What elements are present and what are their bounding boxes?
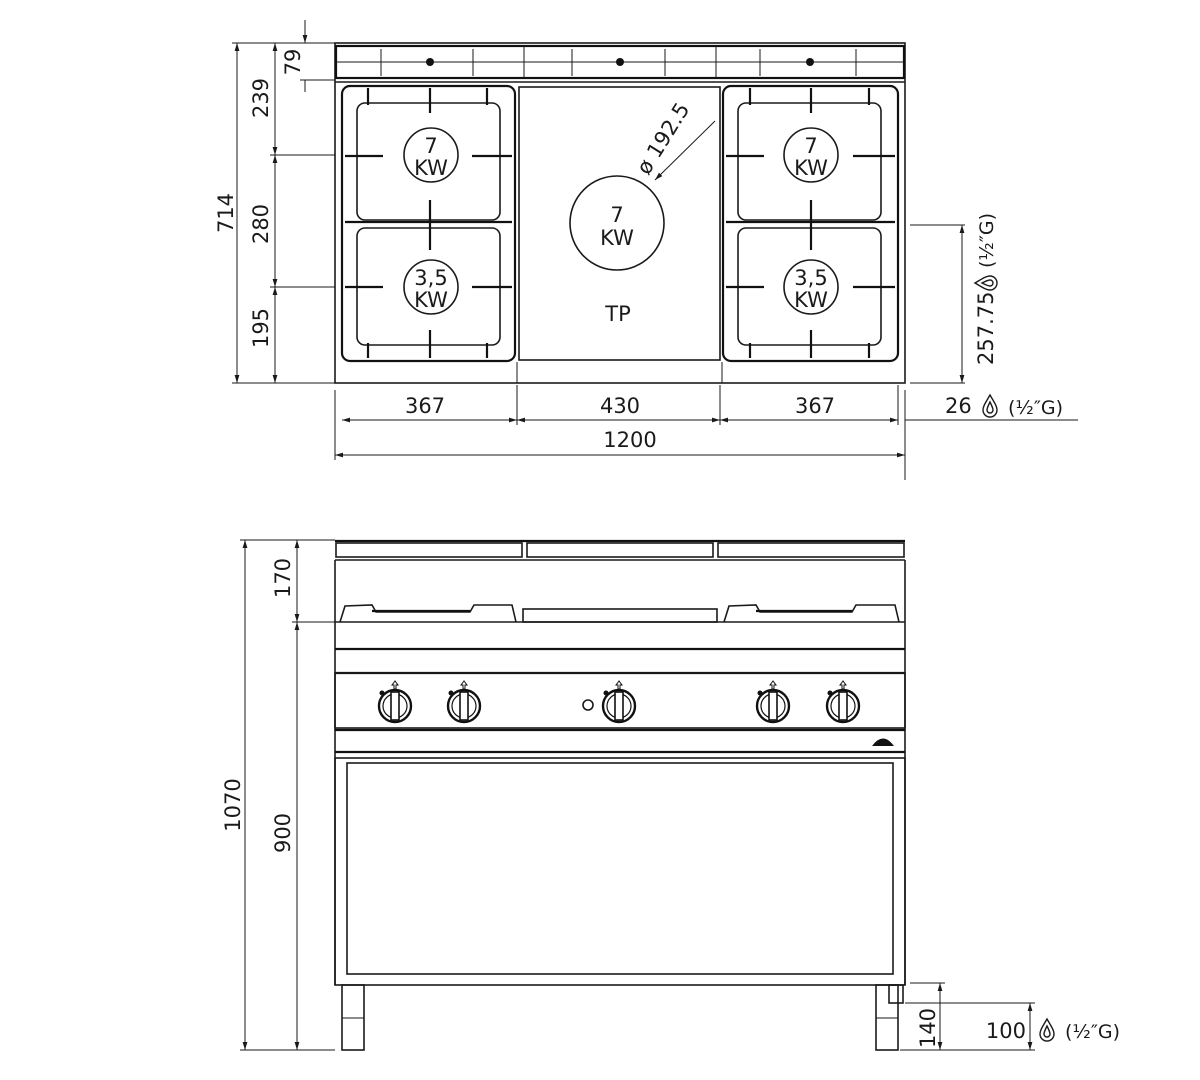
svg-text:100: 100: [986, 1019, 1026, 1043]
left-burner-grid: [340, 84, 517, 363]
burner: 7 KW: [783, 127, 839, 183]
control-knob[interactable]: [825, 680, 861, 724]
plate-label: TP: [604, 302, 631, 326]
back-rail-front: [335, 539, 905, 561]
hob-outline: [334, 42, 906, 384]
svg-text:140: 140: [916, 1008, 940, 1048]
svg-text:(½″G): (½″G): [1065, 1021, 1120, 1043]
depth-dimensions: 714 239 280 195 79: [214, 20, 335, 384]
plate-front: [522, 608, 718, 623]
svg-text:367: 367: [795, 394, 835, 418]
gas-drop-icon: [1039, 1018, 1055, 1042]
diameter-label: ø 192.5: [632, 98, 695, 178]
burner: 3,5 KW: [403, 259, 459, 315]
svg-text:KW: KW: [414, 288, 448, 312]
svg-text:1070: 1070: [221, 778, 245, 831]
svg-text:KW: KW: [600, 226, 634, 250]
ignition-button[interactable]: [582, 699, 594, 711]
cabinet-front: [334, 757, 906, 986]
rail-screw-icon: [616, 58, 624, 66]
rail-screw-icon: [806, 58, 814, 66]
svg-text:KW: KW: [414, 156, 448, 180]
burner: 3,5 KW: [783, 259, 839, 315]
svg-text:280: 280: [249, 204, 273, 244]
gas-side-dimension: 257.75 (½″G): [910, 213, 998, 384]
svg-text:26: 26: [945, 394, 972, 418]
height-dimensions: 1070 170 900 140 100 (½″G): [221, 539, 1120, 1051]
gas-inlet: [888, 984, 904, 1004]
cabinet-door[interactable]: [346, 762, 894, 975]
brand-logo-icon: [872, 738, 894, 746]
diameter-leader: [654, 120, 716, 181]
burner-grids-front: [335, 604, 905, 623]
rail-screw-icon: [426, 58, 434, 66]
svg-text:170: 170: [271, 558, 295, 598]
top-view: 7 KW 3,5 KW 7 KW 7 KW 3,5 KW TP ø 192.5: [214, 20, 1078, 480]
gas-drop-icon: [982, 394, 998, 418]
right-burner-grid: [721, 84, 900, 363]
svg-text:195: 195: [249, 308, 273, 348]
svg-text:(½″G): (½″G): [976, 213, 998, 268]
burner: 7 KW: [403, 127, 459, 183]
svg-text:7: 7: [424, 134, 437, 158]
gas-drop-icon: [974, 275, 998, 291]
svg-text:79: 79: [281, 49, 305, 76]
svg-text:714: 714: [214, 193, 238, 233]
control-knob[interactable]: [377, 680, 413, 724]
back-rail: [334, 44, 906, 83]
hot-plate: [518, 86, 721, 361]
control-knob[interactable]: [601, 680, 637, 724]
svg-text:367: 367: [405, 394, 445, 418]
svg-text:430: 430: [600, 394, 640, 418]
width-dimensions: 367 430 367 1200 26 (½″G): [334, 385, 1078, 480]
svg-text:KW: KW: [794, 288, 828, 312]
svg-text:1200: 1200: [603, 428, 656, 452]
svg-text:7: 7: [610, 203, 623, 227]
control-knob[interactable]: [446, 680, 482, 724]
legs: [341, 984, 904, 1051]
svg-text:(½″G): (½″G): [1008, 397, 1063, 419]
svg-text:7: 7: [804, 134, 817, 158]
plate-burner: 7 KW: [569, 175, 665, 271]
svg-text:KW: KW: [794, 156, 828, 180]
control-panel: [334, 672, 906, 729]
svg-text:3,5: 3,5: [794, 266, 827, 290]
svg-text:239: 239: [249, 78, 273, 118]
svg-text:3,5: 3,5: [414, 266, 447, 290]
front-view: 1070 170 900 140 100 (½″G): [221, 539, 1120, 1051]
control-knob[interactable]: [755, 680, 791, 724]
svg-text:900: 900: [271, 813, 295, 853]
svg-text:257.75: 257.75: [974, 292, 998, 365]
